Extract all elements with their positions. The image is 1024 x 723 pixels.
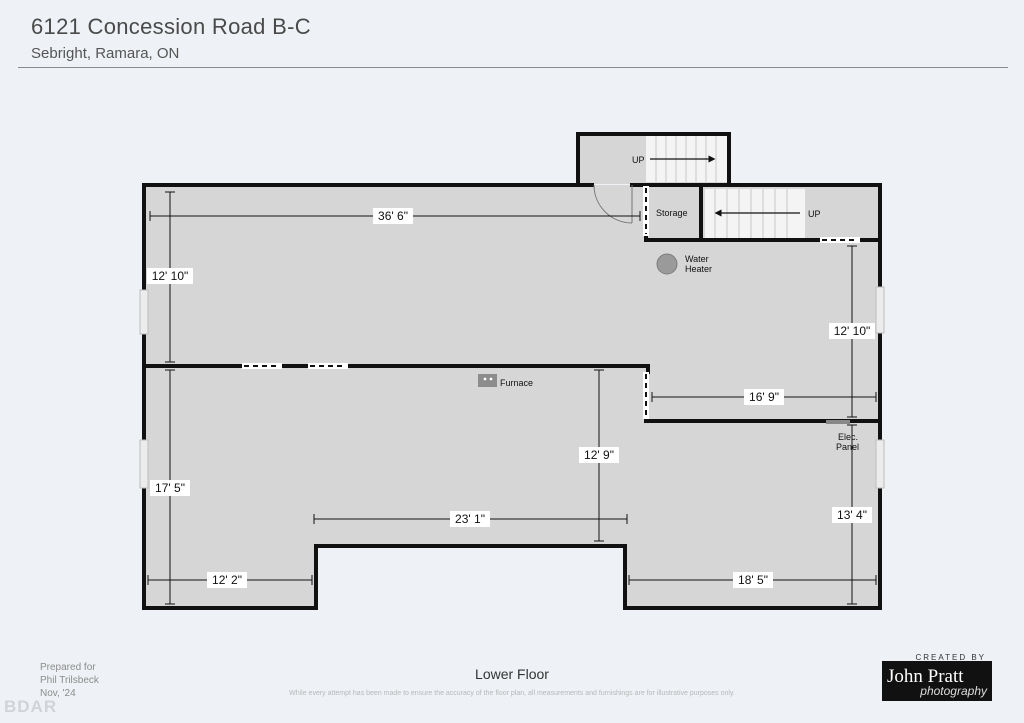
dimension-label-boxes bbox=[147, 208, 875, 588]
furnace-icon bbox=[478, 374, 497, 387]
dim-center-height: 12' 9" bbox=[584, 448, 614, 462]
water-heater-label-1: Water bbox=[685, 254, 709, 264]
dim-left-upper-height: 12' 10" bbox=[152, 269, 189, 283]
prepared-line-1: Prepared for bbox=[40, 662, 96, 673]
logo-name: John Pratt bbox=[887, 666, 964, 687]
dim-bottom-left-width: 12' 2" bbox=[212, 573, 242, 587]
dim-top-width: 36' 6" bbox=[378, 209, 408, 223]
water-heater-label-2: Heater bbox=[685, 264, 712, 274]
dim-bottom-right-width: 18' 5" bbox=[738, 573, 768, 587]
watermark-logo: BDAR bbox=[4, 697, 58, 716]
stairs-right: UP bbox=[705, 189, 821, 239]
prepared-line-2: Phil Trilsbeck bbox=[40, 675, 99, 686]
address-line-1: 6121 Concession Road B-C bbox=[31, 14, 311, 39]
header-divider bbox=[18, 67, 1008, 68]
storage-label: Storage bbox=[656, 208, 688, 218]
stairs-up-label-right: UP bbox=[808, 209, 821, 219]
dim-left-lower-height: 17' 5" bbox=[155, 481, 185, 495]
logo-tagline: photography bbox=[920, 684, 987, 698]
openings bbox=[139, 184, 885, 489]
prepared-for: Prepared for Phil Trilsbeck Nov, '24 bbox=[40, 661, 99, 700]
stairs-up-label-top: UP bbox=[632, 155, 645, 165]
elec-panel-label-2: Panel bbox=[836, 442, 859, 452]
floor-name: Lower Floor bbox=[475, 666, 549, 682]
dim-mid-right-width: 16' 9" bbox=[749, 390, 779, 404]
elec-panel-icon bbox=[826, 420, 850, 424]
dim-right-lower-height: 13' 4" bbox=[837, 508, 867, 522]
prepared-line-3: Nov, '24 bbox=[40, 688, 76, 699]
dim-right-upper-height: 12' 10" bbox=[834, 324, 871, 338]
address-header: 6121 Concession Road B-C Sebright, Ramar… bbox=[31, 14, 311, 62]
elec-panel-label-1: Elec. bbox=[838, 432, 858, 442]
logo-box: John Pratt photography bbox=[882, 661, 992, 701]
logo-created-by: CREATED BY bbox=[915, 653, 986, 662]
dim-center-width: 23' 1" bbox=[455, 512, 485, 526]
water-heater-icon bbox=[656, 253, 678, 275]
address-line-2: Sebright, Ramara, ON bbox=[31, 45, 180, 62]
furnace-label: Furnace bbox=[500, 378, 533, 388]
stairs-top: UP bbox=[632, 136, 727, 182]
photographer-logo: CREATED BY John Pratt photography bbox=[882, 653, 992, 701]
disclaimer: While every attempt has been made to ens… bbox=[289, 690, 735, 697]
walls bbox=[142, 132, 882, 610]
